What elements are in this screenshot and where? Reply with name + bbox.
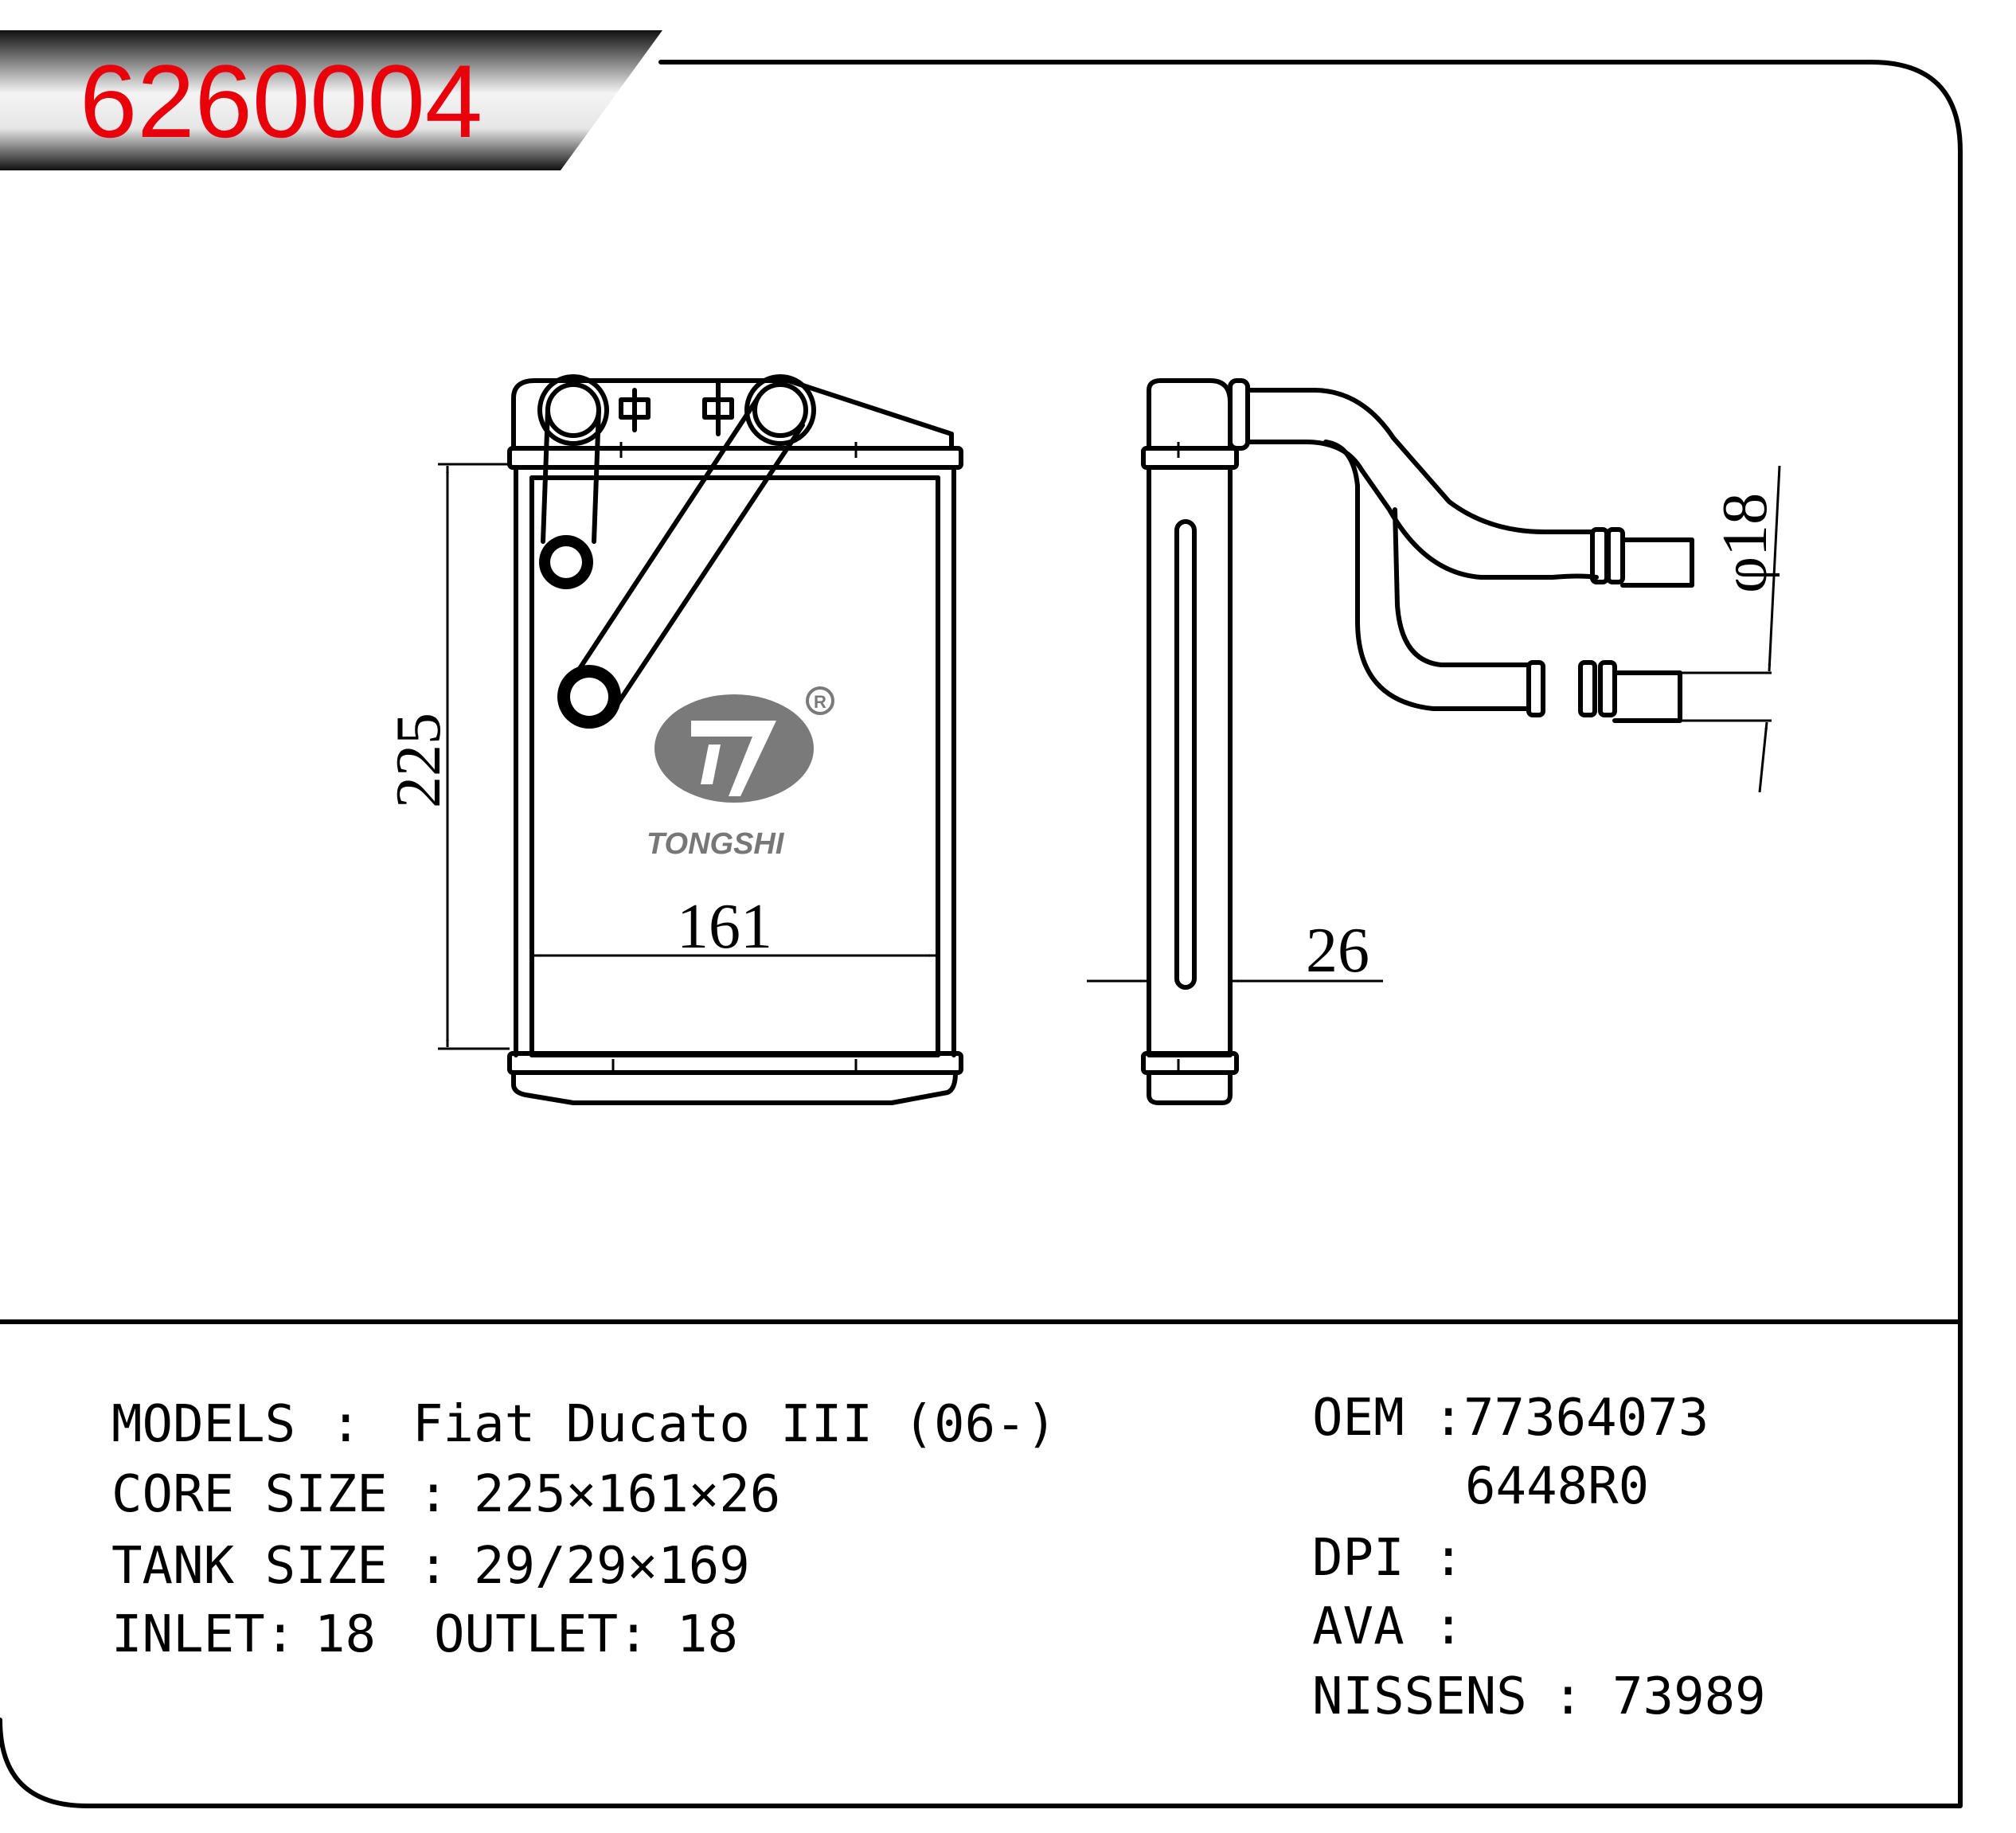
ava-label: AVA bbox=[1312, 1597, 1405, 1656]
models-label: MODELS bbox=[111, 1395, 295, 1454]
sheet-frame bbox=[0, 60, 1963, 1808]
nissens-sep: : bbox=[1553, 1667, 1584, 1726]
tongshi-logo: R TONGSHI bbox=[647, 686, 834, 861]
part-number-banner: 6260004 bbox=[0, 30, 662, 170]
svg-text:AVA :: AVA : bbox=[1312, 1597, 1464, 1656]
svg-text:DPI :: DPI : bbox=[1312, 1529, 1464, 1588]
core-size-value: 225×161×26 bbox=[474, 1465, 780, 1524]
outlet-value: 18 bbox=[677, 1605, 738, 1664]
oem-sep: : bbox=[1433, 1389, 1464, 1448]
dim-height: 225 bbox=[384, 713, 454, 808]
dpi-sep: : bbox=[1433, 1529, 1464, 1588]
top-header-plate bbox=[507, 446, 963, 470]
spec-block: MODELS : Fiat Ducato III (06-) CORE SIZE… bbox=[111, 1395, 1057, 1664]
bottom-header-plate bbox=[507, 1051, 963, 1075]
core-size-label: CORE SIZE bbox=[111, 1465, 388, 1524]
models-sep: : bbox=[330, 1395, 361, 1454]
dim-diameter: φ18 bbox=[1710, 493, 1780, 593]
top-tank bbox=[511, 378, 954, 451]
bottom-tank bbox=[511, 1070, 958, 1105]
pipes-side bbox=[1228, 378, 1694, 723]
dpi-label: DPI bbox=[1312, 1529, 1405, 1588]
svg-text:OEM : 77364073: OEM : 77364073 bbox=[1312, 1389, 1709, 1448]
nissens-value: 73989 bbox=[1612, 1667, 1766, 1726]
svg-text:CORE SIZE : 225×16: CORE SIZE : 225×161×26 bbox=[111, 1465, 780, 1524]
inlet-pipe-front bbox=[537, 374, 609, 589]
svg-text:TANK SIZE : 29/29×: TANK SIZE : 29/29×169 bbox=[111, 1537, 750, 1596]
svg-text:MODELS : Fiat Duca: MODELS : Fiat Ducato III (06-) bbox=[111, 1395, 1057, 1454]
front-view: 225 161 bbox=[384, 374, 963, 1105]
side-view: 26 φ18 bbox=[1087, 378, 1781, 1105]
dim-thickness: 26 bbox=[1306, 916, 1369, 986]
tank-size-label: TANK SIZE bbox=[111, 1537, 388, 1596]
core-size-sep: : bbox=[418, 1465, 449, 1524]
inlet-value: 18 bbox=[315, 1605, 376, 1664]
outlet-label: OUTLET: bbox=[434, 1605, 649, 1664]
tank-size-value: 29/29×169 bbox=[474, 1537, 750, 1596]
registered-mark-letter: R bbox=[814, 692, 826, 712]
tank-size-sep: : bbox=[418, 1537, 449, 1596]
ava-sep: : bbox=[1433, 1597, 1464, 1656]
svg-text:INLET: 18 OUTLET:: INLET: 18 OUTLET: 18 bbox=[111, 1605, 738, 1664]
inlet-label: INLET: bbox=[111, 1605, 295, 1664]
outlet-pipe-front bbox=[557, 374, 816, 729]
models-value: Fiat Ducato III (06-) bbox=[412, 1395, 1057, 1454]
nissens-label: NISSENS bbox=[1312, 1667, 1527, 1726]
oem-value-1: 77364073 bbox=[1463, 1389, 1709, 1448]
reference-block: OEM : 77364073 6448R0 DPI : AVA : NISSEN… bbox=[1312, 1389, 1766, 1726]
part-number: 6260004 bbox=[80, 43, 483, 159]
brand-name: TONGSHI bbox=[647, 827, 785, 861]
oem-label: OEM bbox=[1312, 1389, 1405, 1448]
registered-mark bbox=[806, 686, 834, 715]
side-core bbox=[1147, 465, 1233, 1057]
oem-value-2: 6448R0 bbox=[1465, 1457, 1649, 1516]
svg-text:NISSENS : 73989: NISSENS : 73989 bbox=[1312, 1667, 1766, 1726]
dim-width: 161 bbox=[677, 892, 772, 962]
